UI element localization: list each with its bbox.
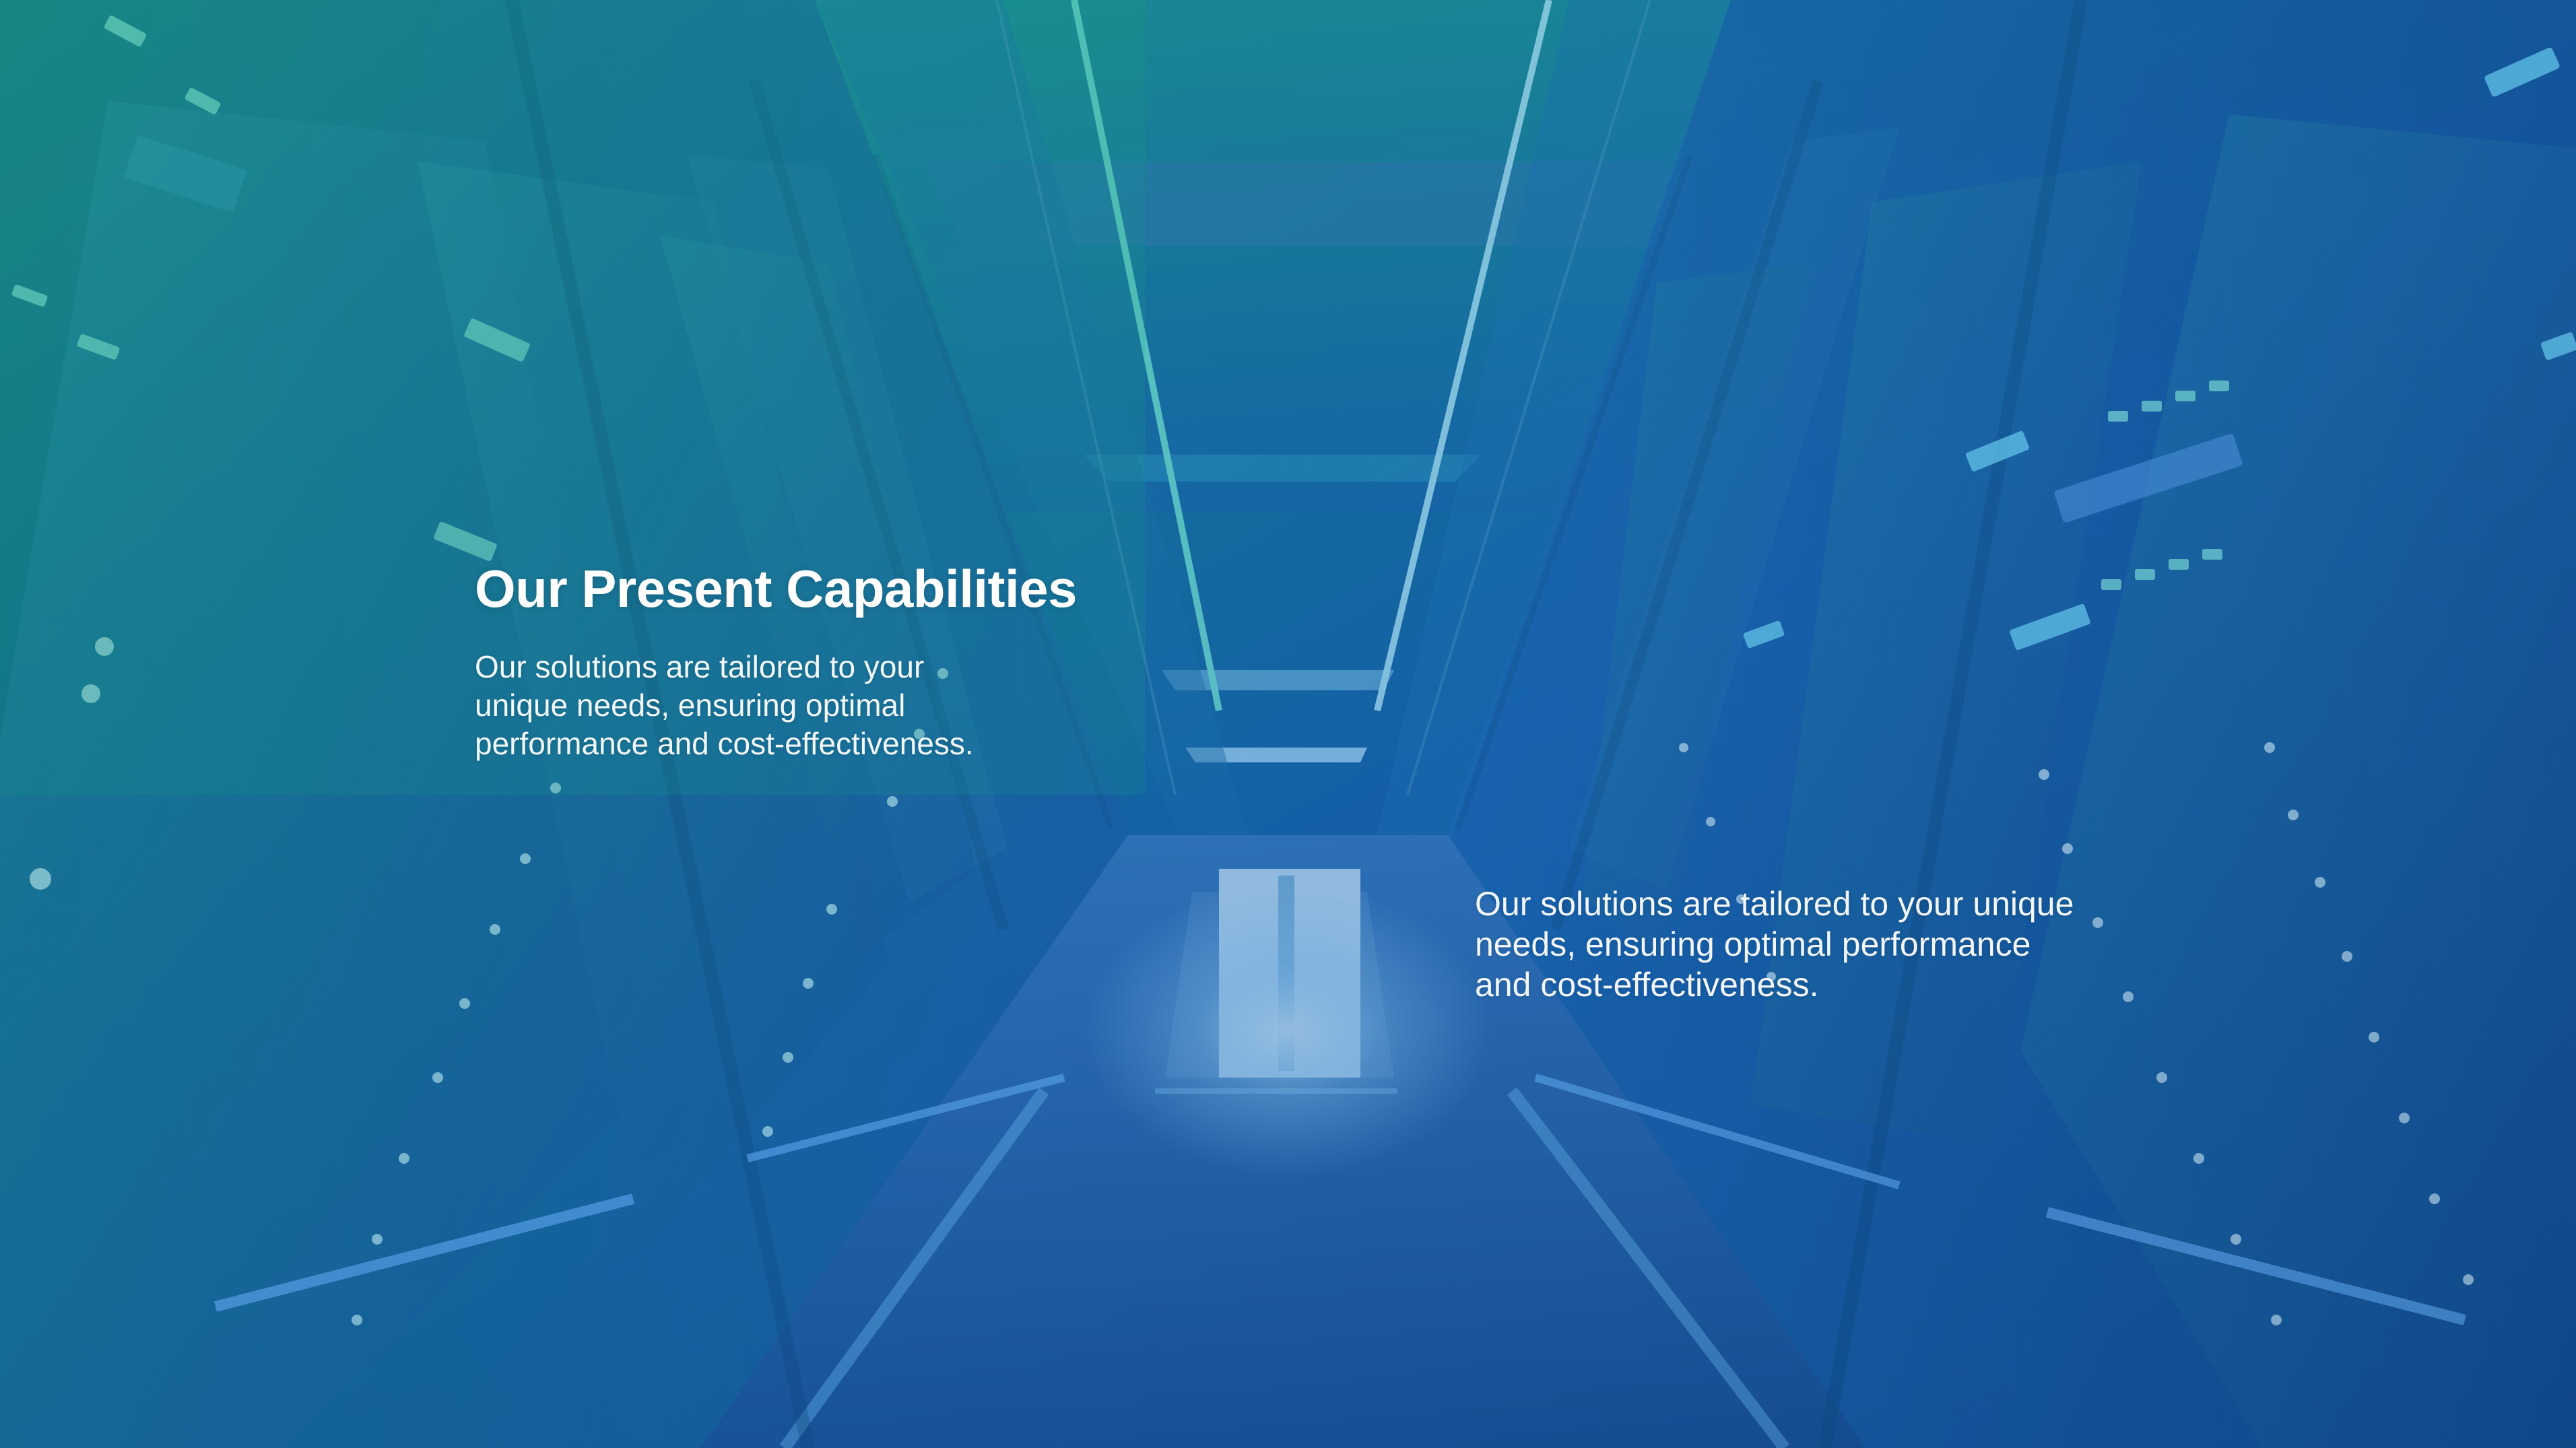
right-description: Our solutions are tailored to your uniqu…: [1475, 885, 2074, 1003]
left-description: Our solutions are tailored to your uniqu…: [475, 649, 974, 762]
slide-title: Our Present Capabilities: [475, 559, 1077, 618]
